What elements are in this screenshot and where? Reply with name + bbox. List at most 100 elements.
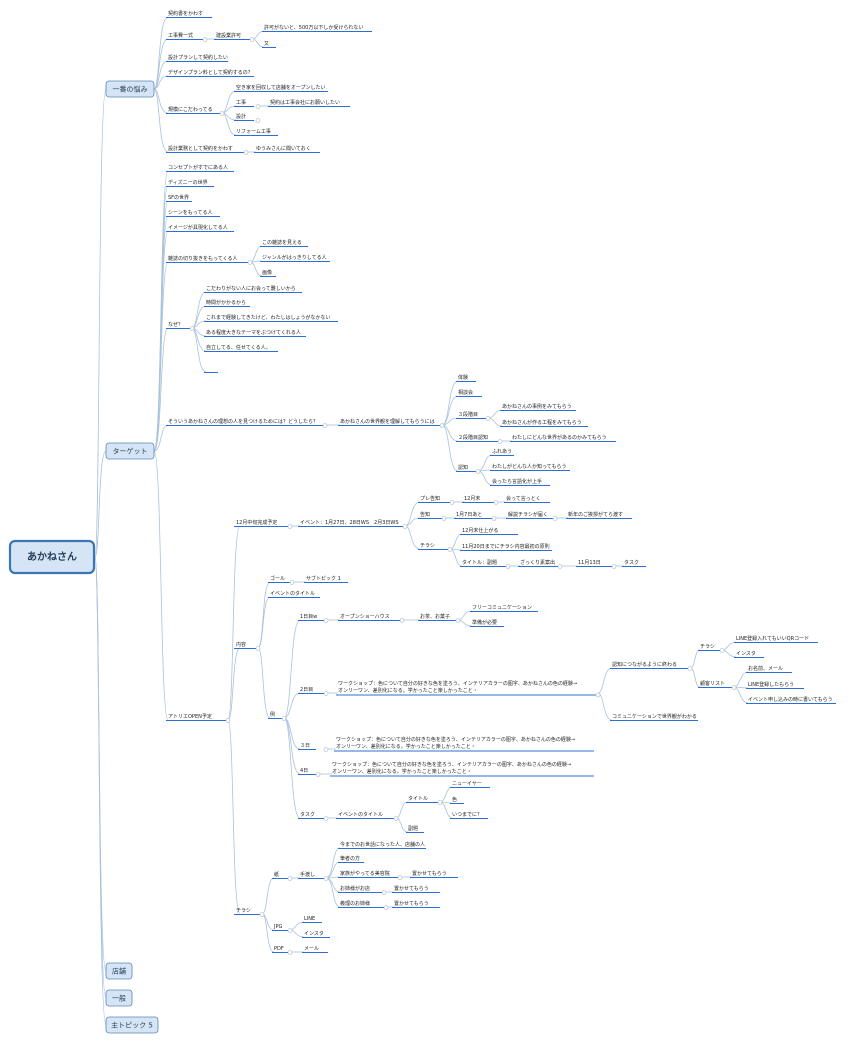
topic-nayami-n2a1[interactable]: 許可がないと、500万以下しか受けられない [262, 24, 372, 32]
topic-atelier-jpg[interactable]: JPG [272, 924, 293, 933]
topic-atelier-day2d1[interactable]: お名前、メール [746, 665, 792, 673]
topic-nayami-n3[interactable]: 設計プランして契約したい [166, 54, 228, 62]
topic-nayami-n2a[interactable]: 建設業許可 [214, 32, 255, 42]
topic-atelier-tw5a[interactable]: 置かせてもらう [392, 900, 440, 908]
topic-atelier-naiyo[interactable]: 内容 [234, 641, 261, 651]
topic-target-t8[interactable]: そういうあかねさんの理想の人を見つけるためには？どうしたら？ [166, 418, 328, 428]
branch-target[interactable]: ターゲット [105, 442, 155, 460]
topic-atelier-event-collapse-dot[interactable] [402, 524, 408, 529]
topic-target-t8a5-collapse-dot[interactable] [475, 469, 481, 474]
topic-atelier-day2c-collapse-dot[interactable] [719, 648, 725, 653]
topic-target-t7e[interactable]: 自立してる、任せてくる人。 [204, 344, 278, 352]
topic-atelier-day2c1[interactable]: LINE登録入れてもいいQRコード [734, 635, 818, 643]
topic-atelier-day2a[interactable]: ワークショップ：色について自分の好きな色を塗ろう、インテリアカラーの图字、あかね… [336, 680, 601, 698]
topic-atelier-day1b[interactable]: お茶、お菓子 [418, 613, 461, 623]
topic-atelier-day2a-collapse-dot[interactable] [595, 692, 601, 698]
topic-nayami-n5b1[interactable]: 契約は工事会社にお願いしたい [268, 99, 350, 107]
branch-shutopic5[interactable]: 主トピック 5 [105, 1016, 159, 1034]
topic-atelier-day1a[interactable]: オープンショーハウス [338, 613, 405, 623]
topic-nayami-n5-collapse-dot[interactable] [219, 111, 225, 116]
topic-atelier-day1-collapse-dot[interactable] [323, 618, 329, 623]
topic-atelier-koku[interactable]: 告知 [418, 511, 447, 521]
topic-atelier-kami[interactable]: 紙 [272, 871, 293, 881]
topic-target-t8a4a[interactable]: わたしにどんな世界があるのかみてもらう [510, 434, 616, 442]
root-node[interactable]: あかねさん [8, 539, 96, 575]
topic-atelier-day1c[interactable]: フリーコミュニケーション [470, 604, 538, 612]
topic-atelier-line[interactable]: LINE [302, 916, 322, 923]
topic-nayami-n5b[interactable]: 工事 [234, 99, 261, 109]
topic-atelier-day2e[interactable]: コミュニケーションで世界観がわかる [610, 713, 698, 721]
topic-atelier-chirashi[interactable]: チラシ [418, 543, 453, 552]
topic-atelier-day4[interactable]: 4日 [298, 768, 321, 777]
topic-target-t8a1[interactable]: 体験 [456, 374, 476, 382]
topic-target-t5[interactable]: イメージが具現化してる人 [166, 224, 234, 232]
topic-atelier-koku1a-collapse-dot[interactable] [552, 516, 558, 521]
topic-atelier-d12-collapse-dot[interactable] [287, 524, 293, 529]
topic-nayami-n2-collapse-dot[interactable] [202, 37, 208, 42]
topic-atelier-tw4a[interactable]: 置かせてもらう [392, 885, 440, 893]
topic-atelier-koku1[interactable]: 1月7日あと [454, 512, 497, 521]
topic-atelier-title[interactable]: タイトル [406, 795, 443, 805]
topic-atelier-rei[interactable]: 例 [268, 711, 287, 721]
topic-atelier-pdf[interactable]: PDF [272, 946, 293, 955]
topic-target-t8a3b[interactable]: あかねさんが作る工程をみてもらう [500, 419, 588, 427]
topic-nayami-n5c[interactable]: 設計 [234, 113, 261, 123]
topic-atelier-tw5-collapse-dot[interactable] [383, 905, 389, 910]
topic-atelier-day2[interactable]: 2日目 [298, 687, 329, 696]
topic-atelier-tw2[interactable]: 筆者の方 [338, 855, 364, 863]
topic-target-t8a2[interactable]: 相談会 [456, 389, 482, 397]
topic-atelier-title2[interactable]: 色 [450, 796, 464, 804]
topic-target-t6[interactable]: 雑誌の切り抜きをもってくる人 [166, 255, 253, 265]
topic-atelier-event[interactable]: イベント：1月27日、28日WS 2月3日WS [298, 520, 408, 529]
topic-target-t7c[interactable]: これまで経験してきたけど、わたしはしょうがなかない [204, 314, 338, 322]
topic-atelier-day3-collapse-dot[interactable] [323, 747, 329, 752]
topic-target-t8a-collapse-dot[interactable] [439, 423, 445, 428]
topic-atelier-chirashi-collapse-dot[interactable] [447, 547, 453, 552]
topic-atelier-kami-collapse-dot[interactable] [287, 876, 293, 881]
topic-target-t8a[interactable]: あかねさんの世界観を理解してもらうには [338, 418, 445, 428]
topic-nayami-n5a[interactable]: 空き家を回収して店舗をオープンしたい [234, 84, 328, 92]
topic-target-t8a3a[interactable]: あかねさんの事例をみてもらう [500, 403, 576, 411]
topic-atelier-day4-collapse-dot[interactable] [315, 772, 321, 777]
topic-atelier-subtopic[interactable]: サブトピック 1 [304, 575, 348, 583]
topic-atelier-goal[interactable]: ゴール [268, 575, 295, 585]
topic-nayami-n2a2[interactable]: 又 [262, 40, 276, 48]
topic-atelier-day2c2[interactable]: インスタ [734, 650, 764, 658]
topic-atelier-naiyo-collapse-dot[interactable] [255, 646, 261, 651]
topic-atelier-koku1b[interactable]: 新年のご挨拶がてら渡す [566, 511, 632, 519]
topic-target-t8a5c[interactable]: 会ったら言語化が上手 [490, 478, 550, 486]
topic-atelier-day2c[interactable]: チラシ [698, 644, 725, 653]
topic-atelier-chirashi3[interactable]: タイトル：副題 [460, 559, 511, 569]
topic-target-t8a5a[interactable]: ふれあう [490, 449, 514, 456]
topic-atelier-koku1-collapse-dot[interactable] [491, 516, 497, 521]
topic-atelier-a[interactable]: アトリエOPEN予定 [166, 713, 231, 723]
topic-atelier-chirashi2[interactable]: 11月20日までにチラシ内容最初の原則 [460, 543, 552, 551]
topic-nayami-n4[interactable]: デザインプラン料として契約するの？ [166, 69, 254, 77]
topic-nayami-n5c-collapse-dot[interactable] [255, 118, 261, 123]
topic-nayami-n6a[interactable]: ゆうみさんに聞いておく [254, 145, 320, 153]
topic-atelier-day1b-collapse-dot[interactable] [455, 618, 461, 623]
topic-atelier-fukudai[interactable]: 副題 [406, 825, 424, 833]
topic-atelier-tasktitle[interactable]: イベントのタイトル [336, 811, 399, 821]
topic-atelier-tewatashi-collapse-dot[interactable] [323, 876, 329, 881]
topic-nayami-n2[interactable]: 工事費一式 [166, 32, 208, 42]
topic-target-t7[interactable]: なぜ？ [166, 321, 195, 331]
topic-atelier-task[interactable]: タスク [298, 811, 329, 821]
topic-atelier-chirashi1[interactable]: 12月末仕上がる [460, 527, 518, 535]
topic-atelier-day3a[interactable]: ワークショップ：色について自分の好きな色を塗ろう、インテリアカラーの图字、あかね… [334, 736, 594, 752]
topic-target-t8a5[interactable]: 認知 [456, 464, 481, 474]
topic-atelier-day1d[interactable]: 準備が必要 [470, 619, 504, 627]
topic-atelier-chirashi3-collapse-dot[interactable] [505, 564, 511, 569]
topic-target-t4[interactable]: シーンをもってる人 [166, 209, 220, 217]
topic-atelier-chirashiB[interactable]: チラシ [234, 908, 265, 917]
topic-atelier-day2d2[interactable]: LINE登録したもらう [746, 681, 804, 689]
topic-target-t8a4-collapse-dot[interactable] [497, 439, 503, 444]
topic-atelier-chirashi3c[interactable]: タスク [622, 559, 646, 567]
topic-target-t7a[interactable]: こだわりがない人にお会って難しいから [204, 285, 302, 293]
topic-target-t6-collapse-dot[interactable] [247, 260, 253, 265]
topic-nayami-n6-collapse-dot[interactable] [243, 150, 249, 155]
topic-atelier-pre1-collapse-dot[interactable] [493, 500, 499, 505]
topic-target-t8a4[interactable]: ２段階目認知 [456, 434, 503, 444]
topic-target-t3[interactable]: SFの世界 [166, 194, 192, 202]
topic-atelier-title1[interactable]: ニューイヤー [450, 781, 490, 788]
